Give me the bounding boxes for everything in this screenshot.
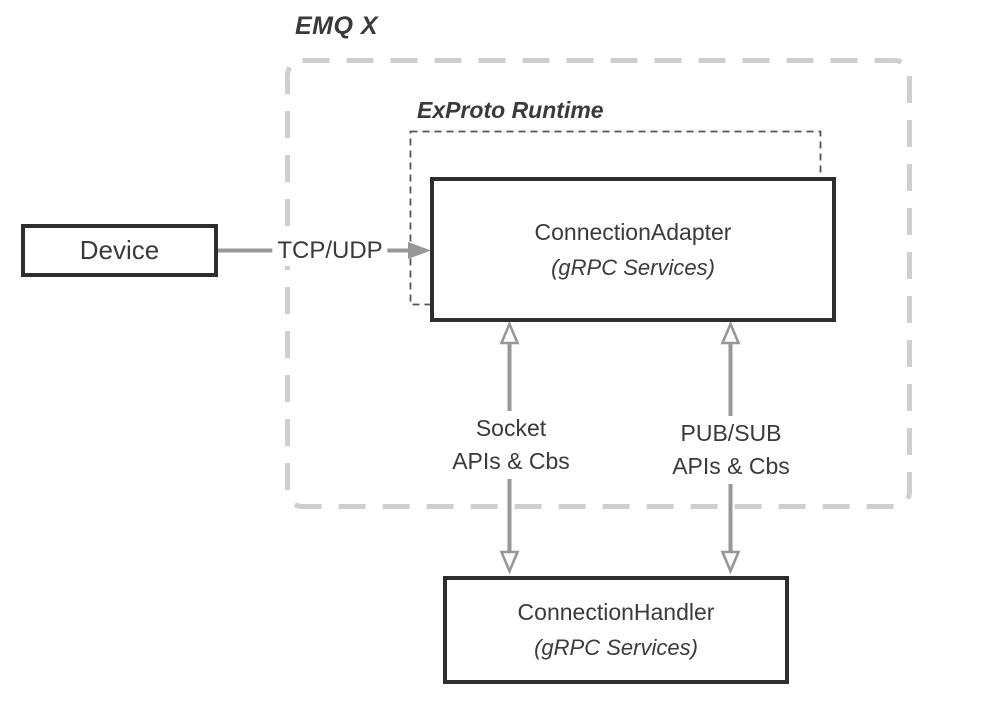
connection-handler-subtitle: (gRPC Services) (534, 635, 698, 660)
connection-adapter-title: ConnectionAdapter (534, 218, 732, 245)
pubsub-edge-label-line2: APIs & Cbs (672, 453, 790, 479)
connection-handler-node: ConnectionHandler (gRPC Services) (443, 576, 789, 684)
arrow-up-hollow-head-icon (720, 320, 741, 345)
connection-adapter-subtitle: (gRPC Services) (551, 254, 715, 280)
arrow-down-hollow-head-icon (499, 550, 520, 575)
exproto-runtime-region-title: ExProto Runtime (417, 97, 604, 123)
connection-handler-title: ConnectionHandler (517, 599, 715, 625)
arrow-down-hollow-head-icon (720, 550, 741, 575)
arrow-right-solid-head-icon (408, 242, 431, 259)
socket-edge-label-line2: APIs & Cbs (452, 448, 570, 474)
device-node: Device (21, 224, 218, 277)
pubsub-edge-label-line1: PUB/SUB (680, 420, 782, 446)
device-node-label: Device (79, 235, 160, 265)
tcp-udp-edge-label: TCP/UDP (272, 236, 388, 266)
socket-edge-label: Socket APIs & Cbs (447, 411, 575, 479)
connection-adapter-node: ConnectionAdapter (gRPC Services) (430, 177, 836, 322)
socket-edge-label-line1: Socket (475, 415, 547, 441)
emqx-region-title: EMQ X (295, 12, 379, 40)
arrow-up-hollow-head-icon (499, 320, 520, 345)
pubsub-edge-label: PUB/SUB APIs & Cbs (667, 416, 795, 484)
